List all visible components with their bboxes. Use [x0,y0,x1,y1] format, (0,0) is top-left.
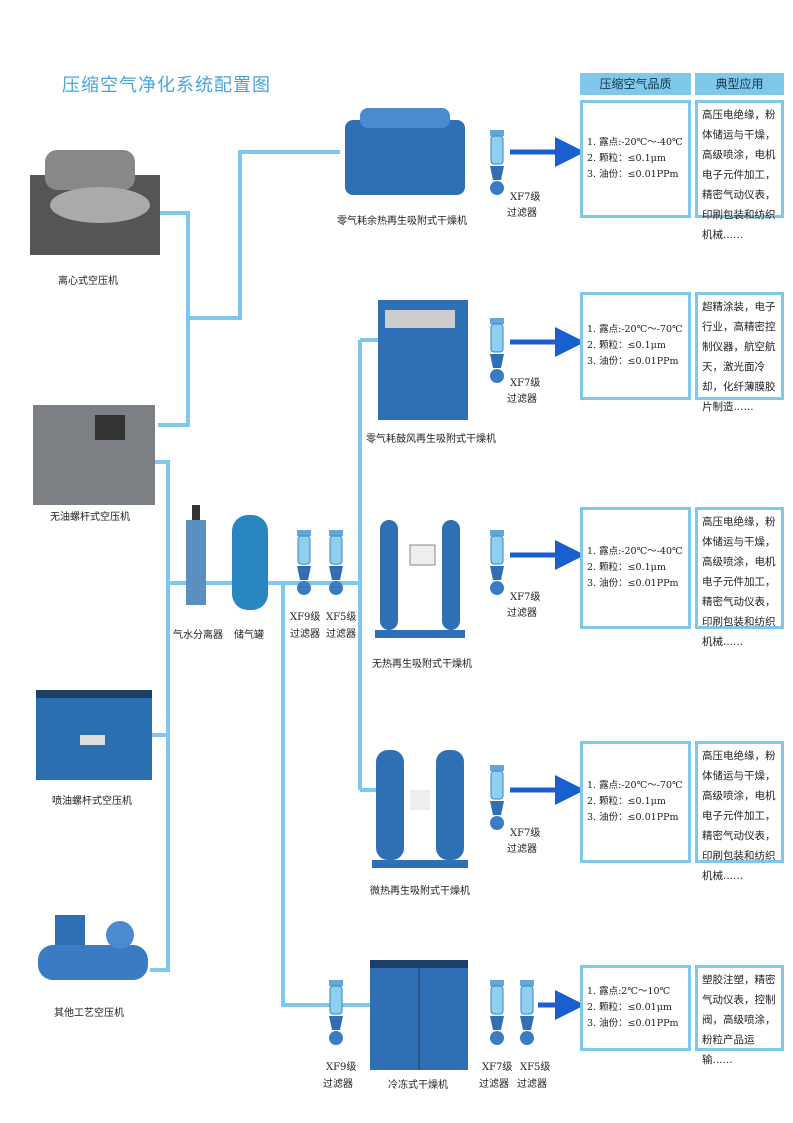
quality-line: 1. 露点:-20℃～-70℃ [587,324,683,335]
quality-line: 1. 露点:2℃～10℃ [587,986,671,997]
filter-label: 过滤器 [517,1079,547,1090]
filter-label: XF5级 [520,1062,551,1073]
tank-label: 储气罐 [234,630,264,641]
quality-line: 3. 油份：≤0.01PPm [587,812,679,823]
quality-box: 1. 露点:2℃～10℃ 2. 颗粒：≤0.01μm 3. 油份：≤0.01PPm [580,965,691,1051]
filter-label: 过滤器 [507,608,537,619]
quality-box: 1. 露点:-20℃～-70℃ 2. 颗粒：≤0.1μm 3. 油份：≤0.01PP… [580,741,691,863]
filters [296,129,535,1046]
quality-line: 2. 颗粒：≤0.1μm [587,562,666,573]
filter-label: XF7级 [510,378,541,389]
filter-label: 过滤器 [479,1079,509,1090]
quality-line: 1. 露点:-20℃～-70℃ [587,780,683,791]
water-separator-image [186,505,206,605]
oil-injected-screw-compressor-image [36,690,152,780]
piston-compressor-image [38,915,148,980]
quality-line: 1. 露点:-20℃～-40℃ [587,546,683,557]
dryer-label: 无热再生吸附式干燥机 [372,659,472,670]
quality-line: 3. 油份：≤0.01PPm [587,1018,679,1029]
filter-label: 过滤器 [323,1079,353,1090]
quality-line: 3. 油份：≤0.01PPm [587,356,679,367]
filter-label: 过滤器 [290,629,320,640]
compressor-label: 喷油螺杆式空压机 [52,796,132,807]
dryer-heatless-image [375,520,465,638]
arrows [510,137,585,1020]
compressor-label: 离心式空压机 [58,276,118,287]
refrigerated-dryer-image [370,960,468,1070]
dryer-heat-regen-image [345,108,465,195]
filter-label: XF9级 [290,612,321,623]
filter-label: XF9级 [326,1062,357,1073]
quality-line: 2. 颗粒：≤0.01μm [587,1002,672,1013]
filter-label: 过滤器 [326,629,356,640]
quality-line: 3. 油份：≤0.01PPm [587,578,679,589]
filter-label: 过滤器 [507,208,537,219]
application-box: 高压电绝缘，粉体储运与干燥，高级喷涂，电机电子元件加工，精密气动仪表，印刷包装和… [695,100,784,241]
compressor-label: 无油螺杆式空压机 [50,512,130,523]
filter-label: 过滤器 [507,394,537,405]
filter-label: XF7级 [510,592,541,603]
quality-line: 2. 颗粒：≤0.1μm [587,796,666,807]
filter-label: XF7级 [510,192,541,203]
dryer-blower-regen-image [378,300,468,420]
application-box: 高压电绝缘，粉体储运与干燥，高级喷涂，电机电子元件加工，精密气动仪表，印刷包装和… [695,507,784,648]
quality-line: 3. 油份：≤0.01PPm [587,169,679,180]
dryer-label: 零气耗鼓风再生吸附式干燥机 [366,434,496,445]
filter-label: XF7级 [510,828,541,839]
centrifugal-compressor-image [30,150,160,255]
dryer-micro-heat-image [372,750,468,868]
filter-label: 过滤器 [507,844,537,855]
dryer-label: 冷冻式干燥机 [388,1080,448,1091]
application-box: 超精涂装，电子行业，高精密控制仪器，航空航天，激光面冷却，化纤薄膜胶片制造...… [695,292,784,413]
separator-label: 气水分离器 [173,630,223,641]
header-application: 典型应用 [695,73,784,95]
oil-free-screw-compressor-image [33,405,155,505]
filter-label: XF5级 [326,612,357,623]
quality-line: 2. 颗粒：≤0.1μm [587,340,666,351]
application-box: 塑胶注塑，精密气动仪表，控制阀，高级喷涂，粉粒产品运输...... [695,965,784,1066]
quality-line: 1. 露点:-20℃～-40℃ [587,137,683,148]
quality-line: 2. 颗粒：≤0.1μm [587,153,666,164]
page-title: 压缩空气净化系统配置图 [62,75,271,96]
quality-box: 1. 露点:-20℃～-40℃ 2. 颗粒：≤0.1μm 3. 油份：≤0.01PP… [580,507,691,629]
dryer-label: 微热再生吸附式干燥机 [370,886,470,897]
quality-box: 1. 露点:-20℃～-40℃ 2. 颗粒：≤0.1μm 3. 油份：≤0.01PP… [580,100,691,218]
filter-label: XF7级 [482,1062,513,1073]
air-tank-image [232,515,268,610]
application-box: 高压电绝缘，粉体储运与干燥，高级喷涂，电机电子元件加工，精密气动仪表，印刷包装和… [695,741,784,882]
quality-box: 1. 露点:-20℃～-70℃ 2. 颗粒：≤0.1μm 3. 油份：≤0.01PP… [580,292,691,400]
dryer-label: 零气耗余热再生吸附式干燥机 [337,216,467,227]
compressor-label: 其他工艺空压机 [54,1008,124,1019]
header-quality: 压缩空气品质 [580,73,691,95]
